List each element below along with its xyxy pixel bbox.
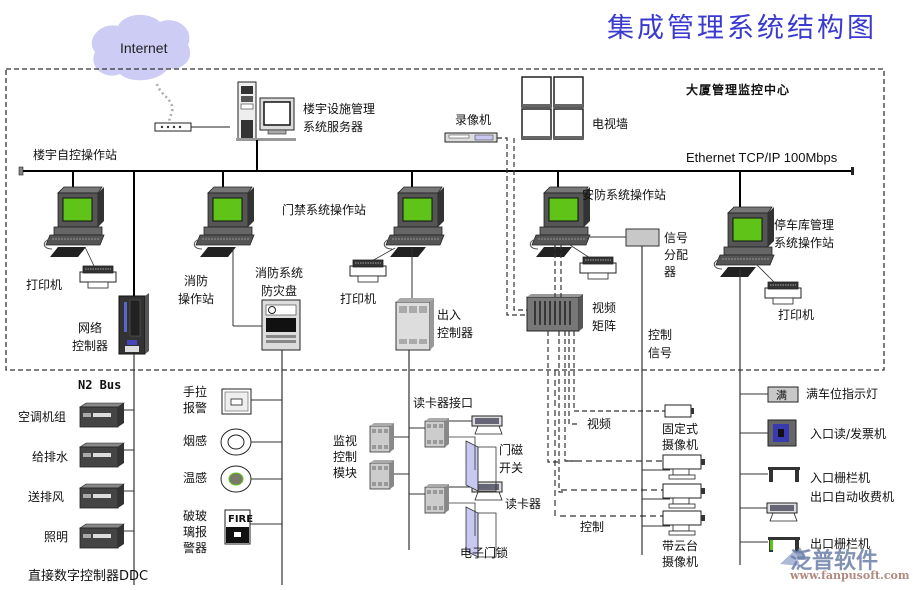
security-station-label: 安防系统操作站	[582, 188, 667, 202]
heat-detector-icon	[220, 465, 252, 493]
bas-workstation-icon	[43, 186, 105, 258]
signal-distributor-label: 信号 分配 器	[664, 231, 689, 279]
printer-label: 打印机	[26, 278, 63, 292]
vcr-label: 录像机	[455, 113, 492, 127]
ptz-camera-icon	[662, 454, 706, 480]
tv-wall-icon	[521, 76, 584, 140]
printer-icon	[764, 281, 802, 305]
server-label: 楼宇设施管理 系统服务器	[303, 102, 376, 134]
parking-device-label: 入口栅栏机 出口自动收费机	[810, 471, 895, 504]
wireless-link	[155, 83, 174, 127]
ddc-water-icon	[79, 442, 125, 468]
ddc-item-label: 给排水	[32, 450, 69, 464]
video-matrix-icon	[526, 294, 583, 332]
tv-wall-label: 电视墙	[592, 117, 629, 131]
signal-distributor-icon	[625, 228, 660, 247]
ddc-item-label: 空调机组	[18, 410, 67, 424]
printer-icon	[349, 259, 387, 283]
door-contact-label: 门磁 开关	[499, 443, 524, 475]
access-controller-label: 出入 控制器	[437, 308, 474, 340]
access-workstation-icon	[383, 186, 445, 258]
parking-device-label: 出口栅栏机	[810, 537, 871, 551]
watermark-brand: 泛普软件	[790, 549, 879, 574]
monitor-module-icon	[369, 422, 395, 453]
fire-workstation-icon	[193, 186, 255, 258]
parking-workstation-icon	[713, 206, 775, 278]
electronic-lock-label: 电子门锁	[460, 546, 509, 560]
break-glass-alarm-icon	[224, 509, 251, 545]
diagram-title: 集成管理系统结构图	[607, 13, 877, 44]
parking-device-label: 满车位指示灯	[806, 387, 879, 401]
parking-device-label: 入口读/发票机	[810, 427, 887, 441]
card-reader-label: 读卡器	[505, 497, 542, 511]
ptz-camera-icon	[662, 510, 706, 536]
vcr-icon	[444, 132, 498, 143]
internet-label: Internet	[120, 40, 168, 56]
video-matrix-label: 视频 矩阵	[592, 301, 617, 333]
control-signal-label: 控制 信号	[648, 328, 673, 360]
fire-panel-label: 消防系统 防灾盘	[255, 266, 304, 298]
access-controller-icon	[395, 298, 434, 351]
network-controller-icon	[118, 293, 149, 355]
ddc-lighting-icon	[79, 523, 125, 549]
ddc-item-label: 照明	[44, 530, 69, 544]
printer-label: 打印机	[778, 308, 815, 322]
monitoring-center-boundary	[5, 68, 885, 371]
ptz-camera-label: 带云台 摄像机	[662, 539, 699, 569]
ticket-machine-icon	[767, 419, 797, 447]
printer-icon	[579, 256, 617, 280]
n2-bus-label: N2 Bus	[78, 378, 122, 392]
video-links	[497, 137, 665, 493]
manual-call-point-icon	[221, 388, 252, 415]
fanpu-logo-icon	[780, 547, 806, 566]
video-label: 视频	[587, 417, 612, 431]
fire-device-label: 温感	[183, 471, 208, 485]
fire-device-label: 手拉 报警	[183, 385, 208, 415]
exit-fee-machine-icon	[766, 502, 798, 522]
smoke-detector-icon	[220, 428, 252, 456]
internet-cloud-icon	[91, 14, 191, 81]
server-icon	[236, 81, 296, 141]
monitor-module-label: 监视 控制 模块	[333, 434, 358, 480]
fire-device-label: 破玻 璃报 警器	[183, 509, 208, 555]
monitor-module-icon	[369, 459, 395, 490]
reader-interface-icon	[424, 417, 450, 448]
printer-label: 打印机	[340, 292, 377, 306]
reader-interface-icon	[424, 483, 450, 514]
network-controller-label: 网络 控制器	[72, 321, 109, 353]
ddc-footer-label: 直接数字控制器DDC	[28, 569, 149, 584]
monitoring-center-label: 大厦管理监控中心	[686, 83, 791, 97]
ddc-hvac-icon	[79, 402, 125, 428]
watermark-url: www.fanpusoft.com	[790, 569, 910, 582]
reader-interface-label: 读卡器接口	[413, 396, 474, 410]
fire-station-label: 消防 操作站	[178, 274, 215, 306]
cctv-links	[554, 370, 664, 517]
fixed-camera-label: 固定式 摄像机	[662, 422, 699, 452]
fixed-camera-icon	[664, 404, 694, 418]
ptz-camera-icon	[662, 483, 706, 509]
entry-barrier-icon	[768, 467, 800, 482]
access-station-label: 门禁系统操作站	[282, 203, 367, 217]
full-sign-text: 满	[776, 389, 787, 402]
fire-sign-text: FIRE	[228, 514, 254, 525]
modem-icon	[154, 122, 192, 132]
fire-device-label: 烟感	[183, 434, 208, 448]
parking-station-label: 停车库管理 系统操作站	[774, 218, 835, 250]
exit-barrier-icon	[768, 537, 800, 552]
fire-control-panel-icon	[261, 299, 301, 351]
ddc-item-label: 送排风	[28, 490, 65, 504]
bas-station-label: 楼宇自控操作站	[33, 148, 118, 162]
ddc-ventilation-icon	[79, 483, 125, 509]
ethernet-label: Ethernet TCP/IP 100Mbps	[686, 150, 838, 165]
printer-icon	[79, 265, 117, 289]
card-reader-icon	[471, 415, 503, 435]
control-label: 控制	[580, 520, 605, 534]
